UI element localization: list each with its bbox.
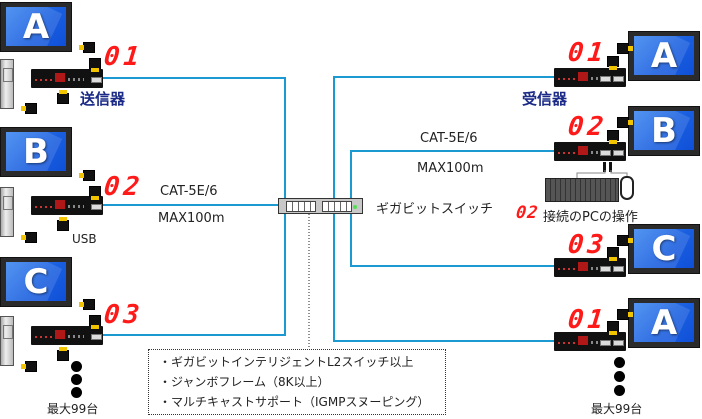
ellipsis-dot: [614, 385, 625, 396]
receiver-box: [554, 142, 626, 161]
monitor-letter: C: [651, 229, 677, 268]
hdmi-connector-icon: [607, 130, 619, 144]
transmitter-box: [31, 69, 103, 88]
transmitter-box: [31, 326, 103, 345]
cable-tx-01: [102, 77, 286, 203]
usb-label: USB: [72, 232, 97, 246]
transmitter-label: 送信器: [80, 90, 126, 108]
receiver-box: [554, 332, 626, 351]
gigabit-switch: [278, 198, 363, 214]
cable-type-right: CAT-5E/6: [420, 131, 478, 146]
switch-requirements-note: ・ギガビットインテリジェントL2スイッチ以上 ・ジャンボフレーム（8K以上） ・…: [148, 349, 446, 415]
ellipsis-dot: [614, 371, 625, 382]
hdmi-connector-icon: [57, 90, 69, 104]
usb-cables: [576, 170, 628, 180]
hdmi-connector-icon: [57, 217, 69, 231]
cable-max-right: MAX100m: [417, 161, 484, 176]
rx-max-units: 最大99台: [591, 402, 643, 416]
hdmi-connector-icon: [79, 299, 95, 310]
cable-rx-02: [350, 150, 555, 198]
cable-tx-03: [102, 213, 286, 336]
cable-rx-03: [350, 213, 555, 267]
monitor-b-tx: B: [0, 127, 72, 177]
cable-type-left: CAT-5E/6: [160, 184, 218, 199]
cable-rx-01: [333, 76, 555, 198]
pc-tower-icon: [0, 187, 14, 237]
hdmi-connector-icon: [79, 170, 95, 181]
hdmi-connector-icon: [607, 56, 619, 70]
cable-rx-01b: [333, 213, 555, 342]
hdmi-connector-icon: [21, 361, 37, 372]
hdmi-connector-icon: [21, 232, 37, 243]
transmitter-box: [31, 196, 103, 215]
usb-connector-icon: [609, 162, 612, 172]
monitor-c-tx: C: [0, 257, 72, 307]
hdmi-connector-icon: [617, 309, 633, 320]
requirement-item: ・ジャンボフレーム（8K以上）: [159, 375, 330, 389]
ellipsis-dot: [71, 361, 82, 372]
switch-label: ギガビットスイッチ: [376, 202, 494, 217]
hdmi-connector-icon: [617, 117, 633, 128]
ellipsis-dot: [614, 357, 625, 368]
channel-display: 02: [566, 112, 609, 142]
monitor-letter: C: [23, 262, 49, 301]
channel-display: 02: [102, 172, 145, 202]
channel-display: 03: [102, 300, 145, 330]
pc-operation-label: 接続のPCの操作: [543, 210, 638, 225]
channel-display: 03: [566, 230, 609, 260]
monitor-b-rx: B: [628, 106, 700, 156]
hdmi-connector-icon: [89, 58, 101, 72]
mouse-icon: [620, 176, 634, 200]
ellipsis-dot: [71, 387, 82, 398]
monitor-letter: A: [650, 36, 678, 75]
receiver-box: [554, 68, 626, 87]
requirement-item: ・ギガビットインテリジェントL2スイッチ以上: [159, 355, 414, 369]
receiver-label: 受信器: [522, 90, 568, 108]
monitor-a2-rx: A: [628, 298, 700, 348]
hdmi-connector-icon: [607, 247, 619, 261]
receiver-box: [554, 258, 626, 277]
ellipsis-dot: [71, 374, 82, 385]
monitor-a-rx: A: [628, 31, 700, 81]
monitor-letter: B: [651, 111, 677, 150]
usb-connector-icon: [603, 162, 606, 172]
pc-tower-icon: [0, 59, 14, 109]
channel-display: 01: [102, 42, 145, 72]
monitor-letter: A: [650, 303, 678, 342]
monitor-letter: B: [23, 132, 49, 171]
monitor-c-rx: C: [628, 224, 700, 274]
tx-max-units: 最大99台: [47, 402, 99, 416]
channel-display: 01: [566, 305, 609, 335]
monitor-a-tx: A: [0, 2, 72, 52]
pc-operation-channel: 02: [515, 203, 540, 223]
monitor-letter: A: [22, 7, 50, 46]
hdmi-connector-icon: [79, 42, 95, 53]
channel-display: 01: [566, 38, 609, 68]
requirement-item: ・マルチキャストサポート（IGMPスヌーピング）: [159, 395, 430, 409]
keyboard-icon: [545, 178, 619, 202]
pc-tower-icon: [0, 316, 14, 366]
cable-max-left: MAX100m: [158, 211, 225, 226]
hdmi-connector-icon: [617, 235, 633, 246]
hdmi-connector-icon: [607, 321, 619, 335]
hdmi-connector-icon: [57, 347, 69, 361]
hdmi-connector-icon: [21, 103, 37, 114]
hdmi-connector-icon: [89, 315, 101, 329]
hdmi-connector-icon: [617, 43, 633, 54]
hdmi-connector-icon: [89, 186, 101, 200]
